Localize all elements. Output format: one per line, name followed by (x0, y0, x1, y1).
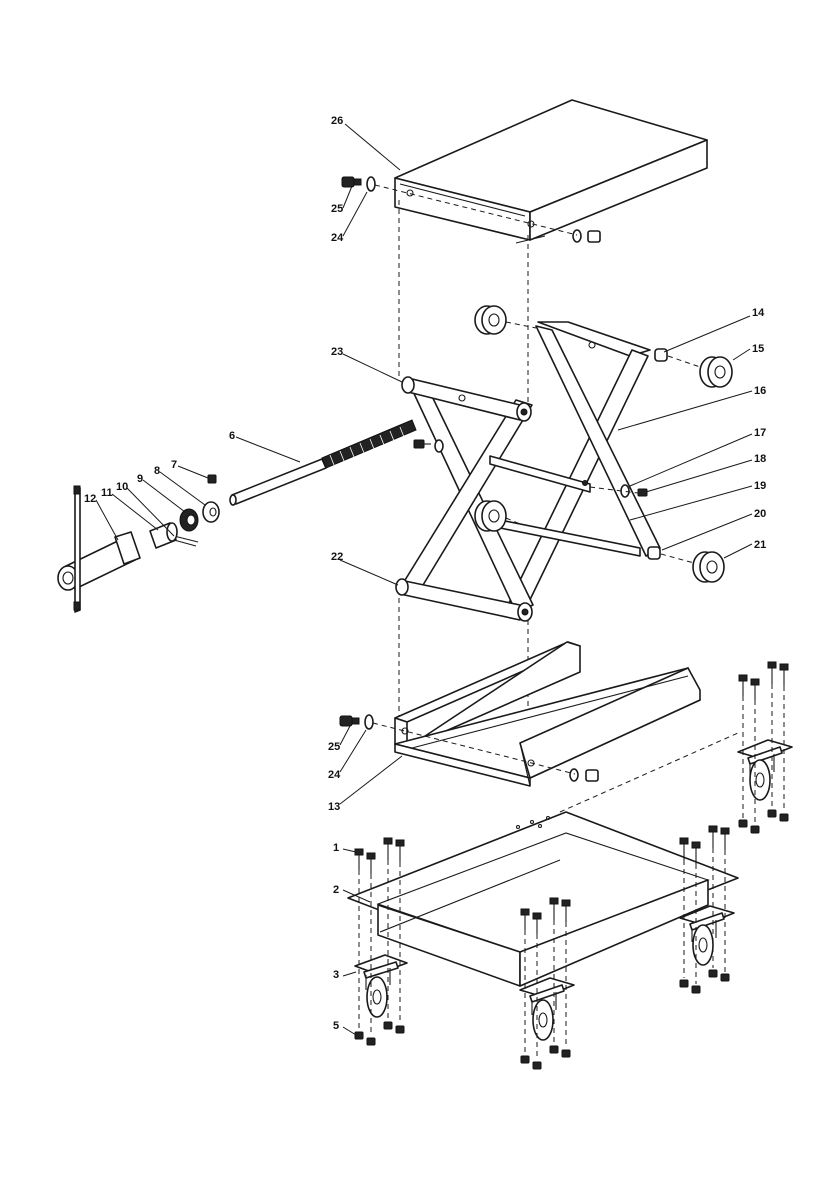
callout-24-bottom: 24 (328, 769, 341, 781)
caster-bolts-back-right (679, 825, 730, 994)
callout-24-top: 24 (331, 232, 344, 244)
callout-6: 6 (229, 430, 235, 442)
callout-9: 9 (137, 473, 143, 485)
leader-lines (95, 123, 753, 1036)
scissor-lift-assembly (395, 321, 668, 622)
callout-21: 21 (754, 539, 766, 551)
callout-22: 22 (331, 551, 343, 563)
screw-left-front (413, 439, 431, 449)
callout-18: 18 (754, 453, 766, 465)
callout-labels: 26 25 24 23 14 15 16 17 18 19 20 21 22 6… (84, 115, 766, 1032)
handle-part-12 (57, 485, 141, 613)
screw-thread (329, 426, 405, 466)
caster-top-right-part-3 (737, 739, 793, 801)
caster-nuts-front-left-part-5 (354, 1021, 405, 1046)
callout-3: 3 (333, 969, 339, 981)
callout-23: 23 (331, 346, 343, 358)
callout-13: 13 (328, 801, 340, 813)
screw-part-18 (637, 488, 648, 497)
base-washer-left (364, 714, 374, 730)
caster-front-right-part-3 (519, 977, 575, 1041)
callout-16: 16 (754, 385, 766, 397)
callout-17: 17 (754, 427, 766, 439)
caster-back-right-part-3 (679, 905, 735, 966)
callout-1: 1 (333, 842, 339, 854)
callout-14: 14 (752, 307, 765, 319)
roller-back-upper (474, 305, 507, 335)
callout-8: 8 (154, 465, 160, 477)
roller-part-15 (699, 356, 733, 388)
saddle-washer-left (366, 176, 376, 192)
roller-back-lower (474, 500, 507, 532)
saddle-bolt-right (572, 229, 601, 243)
base-bolt-right (569, 768, 599, 782)
caster-bolts-front-left (354, 837, 405, 1036)
base-channel-part-13 (394, 641, 701, 787)
callout-25-top: 25 (331, 203, 343, 215)
bottom-tray-part-2 (347, 811, 739, 987)
callout-26: 26 (331, 115, 343, 127)
top-saddle-part-26 (394, 99, 708, 244)
pin-part-10 (173, 535, 199, 547)
lead-screw-part-6 (229, 419, 417, 506)
bushing-part-8 (202, 501, 220, 523)
callout-5: 5 (333, 1020, 339, 1032)
callout-10: 10 (116, 481, 128, 493)
caster-bolts-front-right (520, 897, 571, 1070)
saddle-bolt-left (341, 176, 362, 188)
nut-part-7 (207, 474, 217, 484)
bearing-part-9 (179, 508, 199, 532)
base-bolt-left (339, 715, 360, 727)
callout-7: 7 (171, 459, 177, 471)
washer-left-front (434, 439, 444, 453)
callout-2: 2 (333, 884, 339, 896)
callout-25-bottom: 25 (328, 741, 340, 753)
caster-bolts-top-right (738, 661, 789, 834)
callout-19: 19 (754, 480, 766, 492)
callout-12: 12 (84, 493, 96, 505)
washer-part-17 (620, 484, 630, 498)
caster-front-left-part-3 (354, 954, 408, 1018)
callout-15: 15 (752, 343, 764, 355)
callout-20: 20 (754, 508, 766, 520)
roller-part-21 (692, 551, 725, 583)
callout-11: 11 (101, 487, 113, 499)
